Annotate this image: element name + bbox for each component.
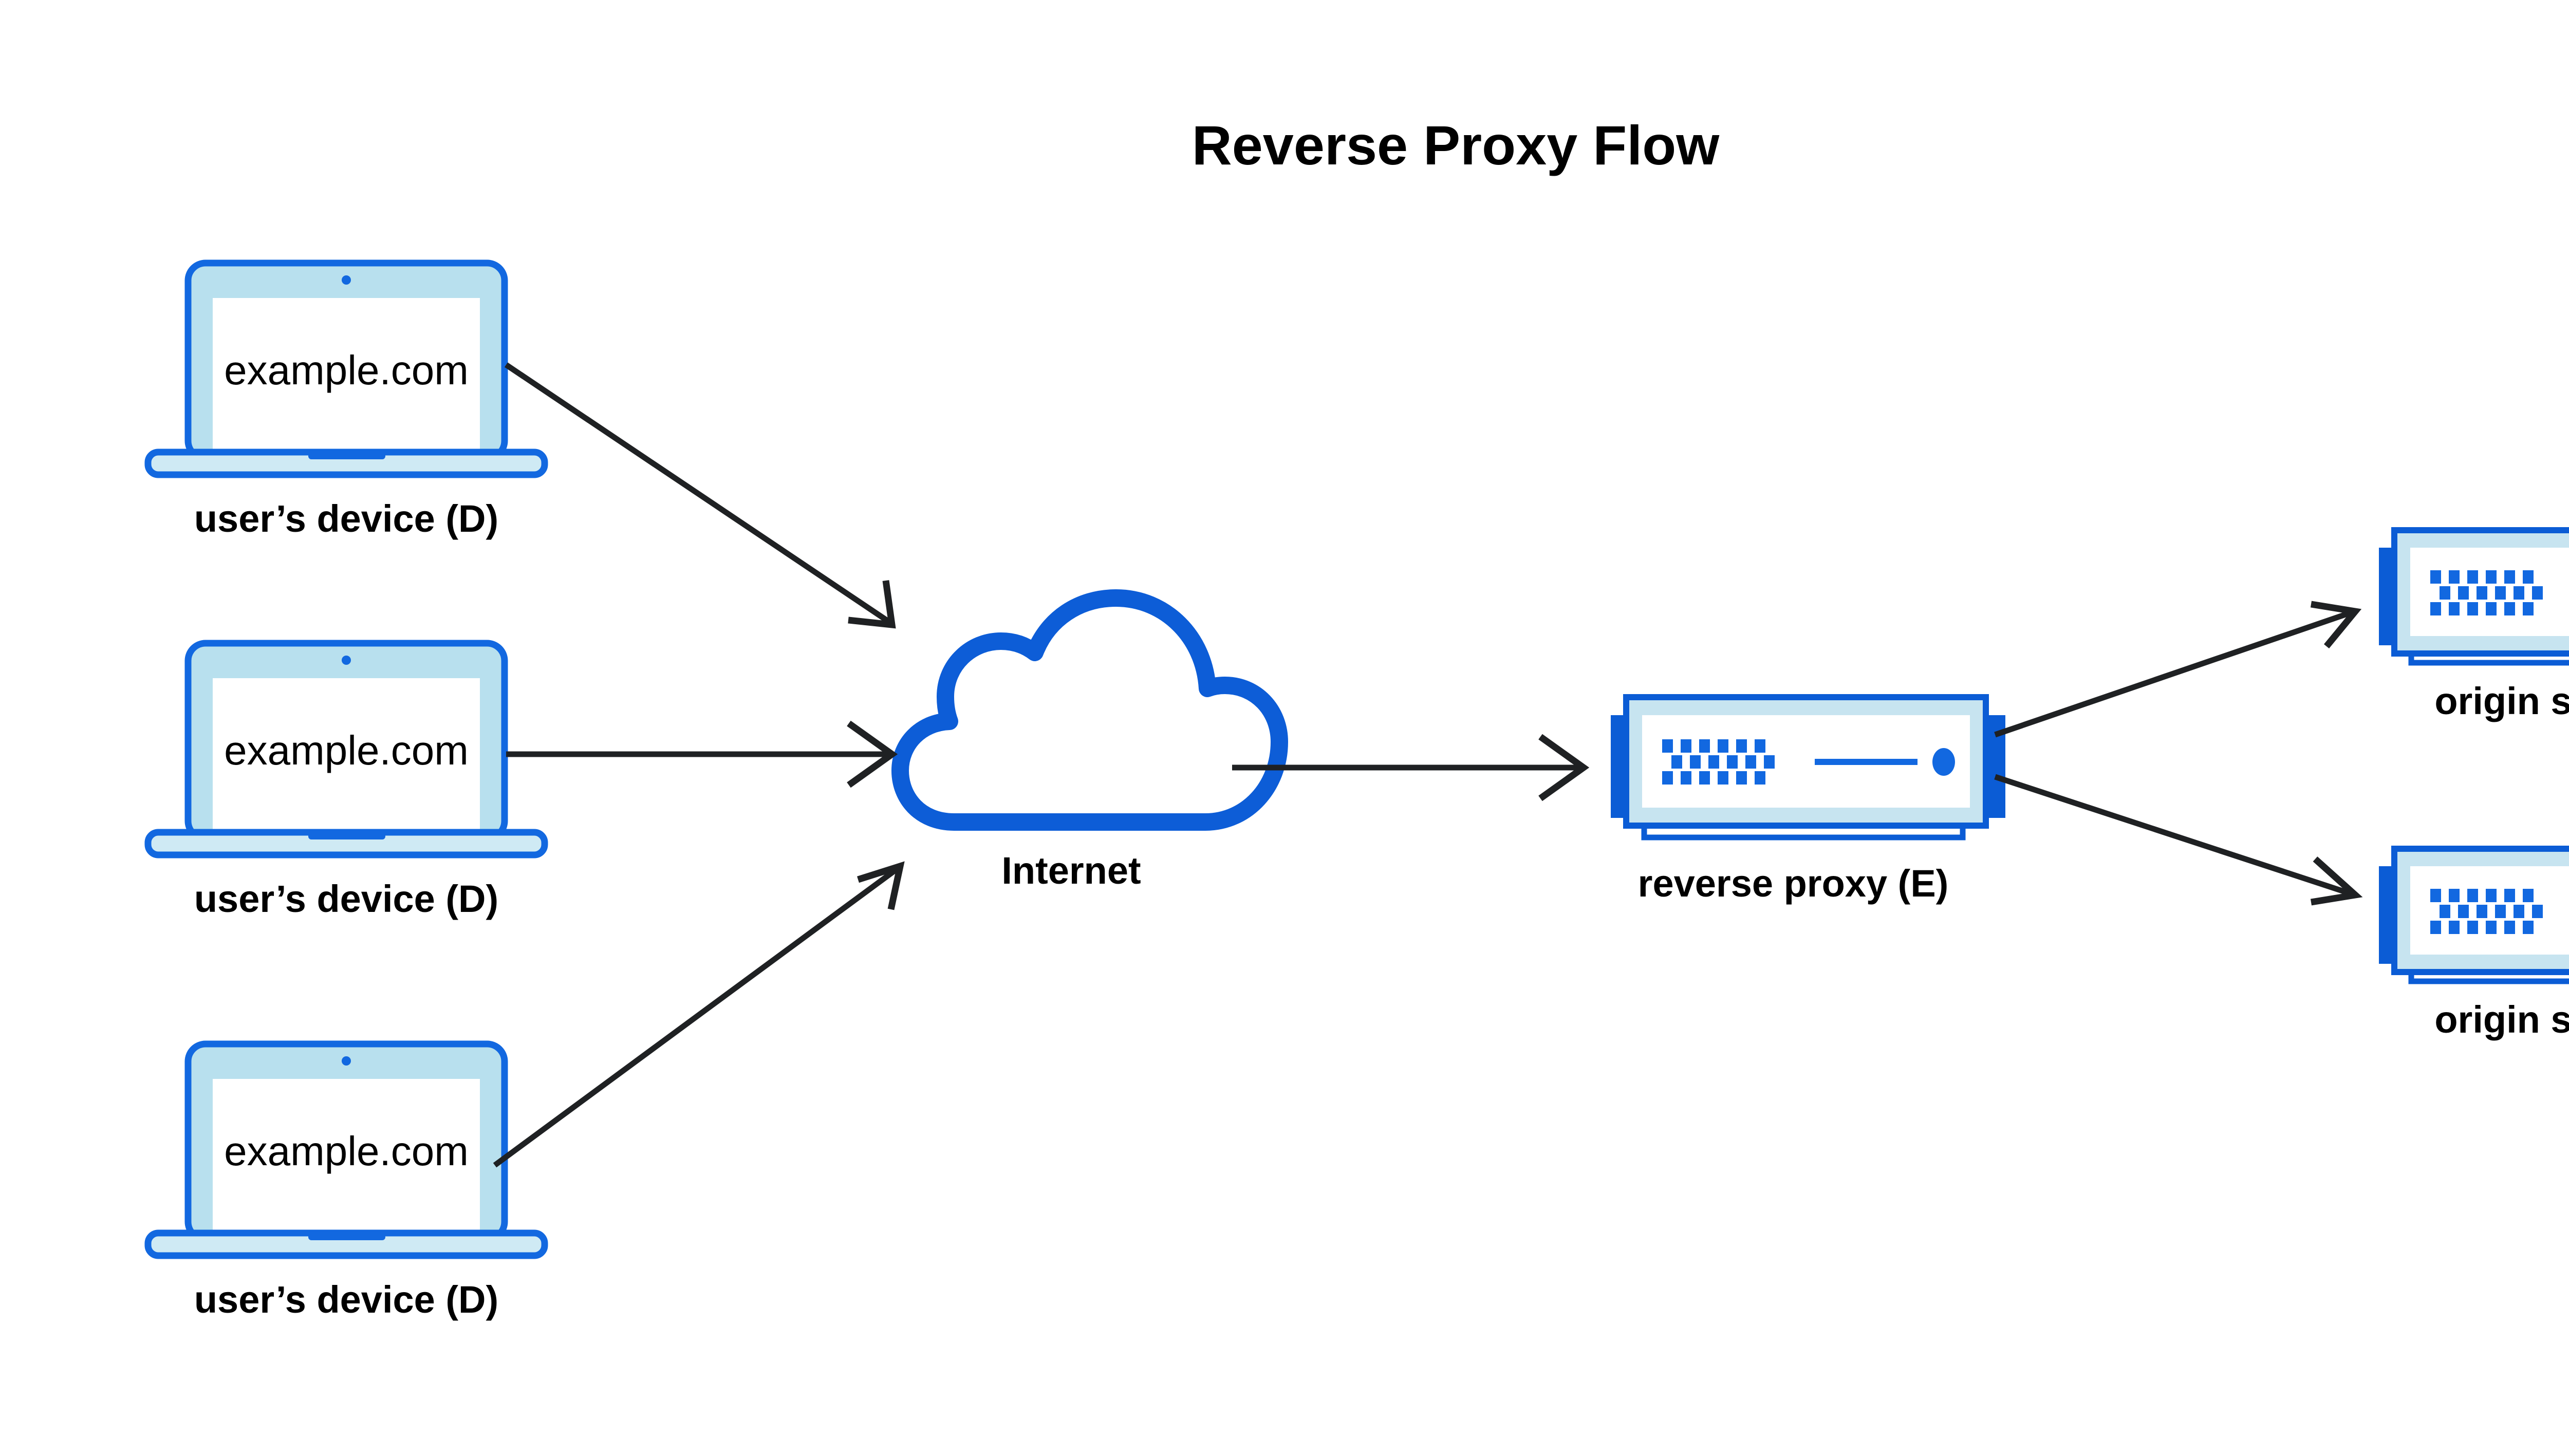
server-front-panel bbox=[2410, 866, 2569, 955]
server-status-led-icon bbox=[1932, 748, 1955, 776]
server-vent-row-2 bbox=[2440, 905, 2543, 918]
flow-proxy-to-origin-top bbox=[1994, 601, 2362, 738]
laptop-screen bbox=[213, 678, 480, 831]
page-title: Reverse Proxy Flow bbox=[1192, 114, 1720, 176]
flow-proxy-to-origin-bottom bbox=[1994, 774, 2363, 906]
flow-device-bottom-to-internet bbox=[493, 861, 905, 1168]
server-vent-row-3 bbox=[2430, 921, 2534, 934]
origin-top-label: origin server (F) bbox=[2434, 680, 2569, 722]
device-top-label: user’s device (D) bbox=[194, 497, 498, 540]
origin-bottom-label: origin server (F) bbox=[2434, 998, 2569, 1041]
server-icon bbox=[1611, 694, 2005, 841]
laptop-notch bbox=[308, 1231, 385, 1240]
flow-device-top-to-internet bbox=[504, 362, 896, 629]
server-vent-row-3 bbox=[2430, 602, 2534, 615]
server-vent-row-2 bbox=[2440, 586, 2543, 600]
cloud-icon bbox=[891, 589, 1288, 831]
laptop-icon bbox=[144, 640, 548, 858]
laptop-icon bbox=[144, 1040, 548, 1259]
origin-top-node[interactable]: origin server (F) bbox=[2379, 527, 2569, 722]
device-bottom[interactable]: example.com user’s device (D) bbox=[144, 1040, 548, 1321]
server-vent-row-1 bbox=[2430, 570, 2534, 584]
flow-device-middle-to-internet bbox=[506, 720, 898, 788]
device-bottom-label: user’s device (D) bbox=[194, 1278, 498, 1321]
laptop-camera-icon bbox=[342, 1056, 351, 1066]
laptop-screen bbox=[213, 298, 480, 451]
proxy-node[interactable]: reverse proxy (E) bbox=[1611, 694, 2005, 905]
laptop-screen-text: example.com bbox=[224, 347, 469, 393]
server-front-panel bbox=[2410, 548, 2569, 636]
server-vent-row-2 bbox=[1671, 755, 1775, 769]
server-icon bbox=[2379, 846, 2569, 984]
laptop-screen-text: example.com bbox=[224, 1128, 469, 1174]
device-top[interactable]: example.com user’s device (D) bbox=[144, 259, 548, 540]
origin-bottom-node[interactable]: origin server (F) bbox=[2379, 846, 2569, 1041]
device-middle-label: user’s device (D) bbox=[194, 878, 498, 920]
laptop-camera-icon bbox=[342, 275, 351, 285]
internet-label: Internet bbox=[1001, 849, 1141, 892]
server-vent-row-3 bbox=[1662, 771, 1765, 785]
flow-internet-to-proxy bbox=[1232, 734, 1590, 801]
laptop-screen-text: example.com bbox=[224, 727, 469, 773]
server-vent-row-1 bbox=[2430, 889, 2534, 902]
server-status-bar bbox=[1815, 759, 1918, 765]
laptop-notch bbox=[308, 450, 385, 459]
server-vent-row-1 bbox=[1662, 739, 1765, 753]
laptop-icon bbox=[144, 259, 548, 478]
device-middle[interactable]: example.com user’s device (D) bbox=[144, 640, 548, 920]
laptop-camera-icon bbox=[342, 656, 351, 665]
laptop-notch bbox=[308, 830, 385, 839]
proxy-label: reverse proxy (E) bbox=[1638, 862, 1949, 905]
laptop-screen bbox=[213, 1079, 480, 1232]
server-icon bbox=[2379, 527, 2569, 666]
internet-node[interactable]: Internet bbox=[891, 589, 1288, 892]
